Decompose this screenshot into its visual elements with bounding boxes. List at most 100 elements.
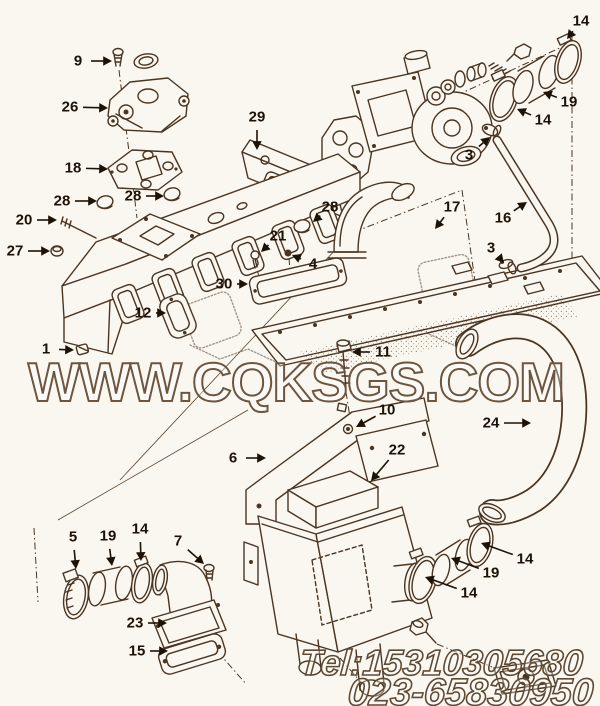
exhaust-ports	[111, 203, 343, 325]
part-callout-18: 18	[65, 160, 82, 177]
callout-arrow-head	[371, 471, 381, 481]
callout-arrow-head	[517, 108, 527, 117]
plug-28-left	[96, 195, 114, 210]
callout-arrow-line	[374, 459, 390, 477]
callout-arrow-head	[517, 202, 527, 211]
fitting-3-upper	[481, 123, 502, 138]
part-callout-9: 9	[74, 53, 82, 70]
part-callout-10: 10	[379, 402, 396, 419]
part-callout-3: 3	[487, 240, 495, 257]
gasket-15	[157, 633, 227, 675]
part-callout-17: 17	[444, 199, 461, 216]
hose-19-right	[431, 538, 474, 587]
clamp-14-turbo	[489, 69, 519, 122]
part-callout-19: 19	[100, 528, 117, 545]
part-callout-30: 30	[216, 276, 233, 293]
callout-arrow-head	[88, 196, 97, 206]
part-callout-19: 19	[561, 94, 578, 111]
aftercooler-plate	[248, 255, 600, 374]
callout-arrow-head	[257, 453, 266, 463]
part-callout-28: 28	[322, 199, 339, 216]
callout-arrow-head	[99, 164, 108, 174]
part-callout-1: 1	[42, 341, 50, 358]
callout-arrow-head	[567, 29, 577, 39]
gasket-30	[248, 257, 348, 305]
part-callout-15: 15	[129, 643, 146, 660]
callout-arrow-head	[292, 254, 302, 263]
part-callout-19: 19	[483, 565, 500, 582]
callout-arrow-head	[103, 56, 112, 66]
part-callout-26: 26	[62, 99, 79, 116]
callout-arrow-head	[435, 219, 445, 229]
exhaust-manifold	[61, 153, 361, 355]
part-callout-28: 28	[54, 193, 71, 210]
part-callout-28: 28	[125, 188, 142, 205]
callout-arrow-head	[352, 347, 361, 357]
callout-arrow-head	[194, 554, 204, 564]
callout-arrow-head	[252, 141, 262, 150]
callout-arrow-head	[356, 418, 366, 427]
nut-10	[342, 423, 354, 435]
hose-19-left	[87, 565, 134, 607]
seal-ring	[133, 53, 159, 69]
plate-bolt-holes	[278, 269, 562, 334]
callout-arrow-head	[313, 212, 323, 222]
clamp-14-far	[554, 33, 582, 84]
part-callout-22: 22	[389, 442, 406, 459]
callout-arrow-head	[157, 308, 166, 318]
bolt-7	[203, 563, 215, 581]
gasket-18	[107, 149, 183, 191]
callout-arrow-head	[481, 541, 491, 551]
callout-arrow-head	[494, 253, 504, 263]
part-callout-6: 6	[229, 450, 237, 467]
callout-arrow-head	[159, 646, 168, 656]
part-callout-11: 11	[375, 344, 391, 361]
callout-arrow-line	[430, 578, 458, 590]
turbocharger	[321, 33, 582, 275]
cover-plate-bottom	[493, 659, 557, 695]
cover-26	[107, 77, 190, 133]
part-callout-20: 20	[16, 212, 33, 229]
part-callout-12: 12	[135, 305, 152, 322]
nut-27	[50, 245, 64, 257]
callout-arrow-head	[106, 556, 116, 566]
tube-24	[455, 313, 588, 526]
part-callout-14: 14	[132, 521, 149, 538]
stud-20	[60, 216, 97, 239]
callout-arrow-head	[136, 552, 146, 561]
tube-16	[492, 135, 559, 273]
callout-arrow-head	[41, 246, 50, 256]
part-callout-4: 4	[309, 256, 318, 273]
bolt-21	[250, 250, 260, 269]
callout-arrow-head	[48, 215, 57, 225]
part-callout-21: 21	[270, 228, 287, 245]
bolt-bottom	[409, 617, 437, 644]
gasket-12	[159, 293, 197, 339]
bracket-6	[245, 397, 439, 525]
clamp-5	[62, 568, 90, 620]
nut-4	[284, 249, 292, 257]
plug-1	[75, 343, 90, 356]
clamp-14-left	[130, 555, 154, 604]
bolt-9	[112, 47, 124, 67]
part-callout-14: 14	[517, 551, 534, 568]
callout-arrow-line	[456, 559, 480, 570]
callout-arrow-head	[158, 618, 167, 628]
part-callout-3: 3	[465, 147, 473, 164]
callout-arrow-head	[155, 191, 164, 201]
callout-arrow-head	[65, 344, 74, 355]
part-callout-23: 23	[127, 615, 144, 632]
hose-19-top	[512, 54, 560, 105]
callout-arrow-head	[543, 90, 553, 100]
callout-arrow-head	[451, 556, 461, 566]
callout-arrow-head	[99, 103, 108, 113]
callout-arrow-head	[425, 575, 435, 585]
callout-arrow-line	[82, 106, 103, 109]
callout-arrow-head	[70, 559, 80, 569]
part-callout-5: 5	[69, 529, 77, 546]
part-callout-29: 29	[249, 109, 266, 126]
part-callout-27: 27	[7, 243, 24, 260]
plug-28-mid	[163, 187, 181, 202]
